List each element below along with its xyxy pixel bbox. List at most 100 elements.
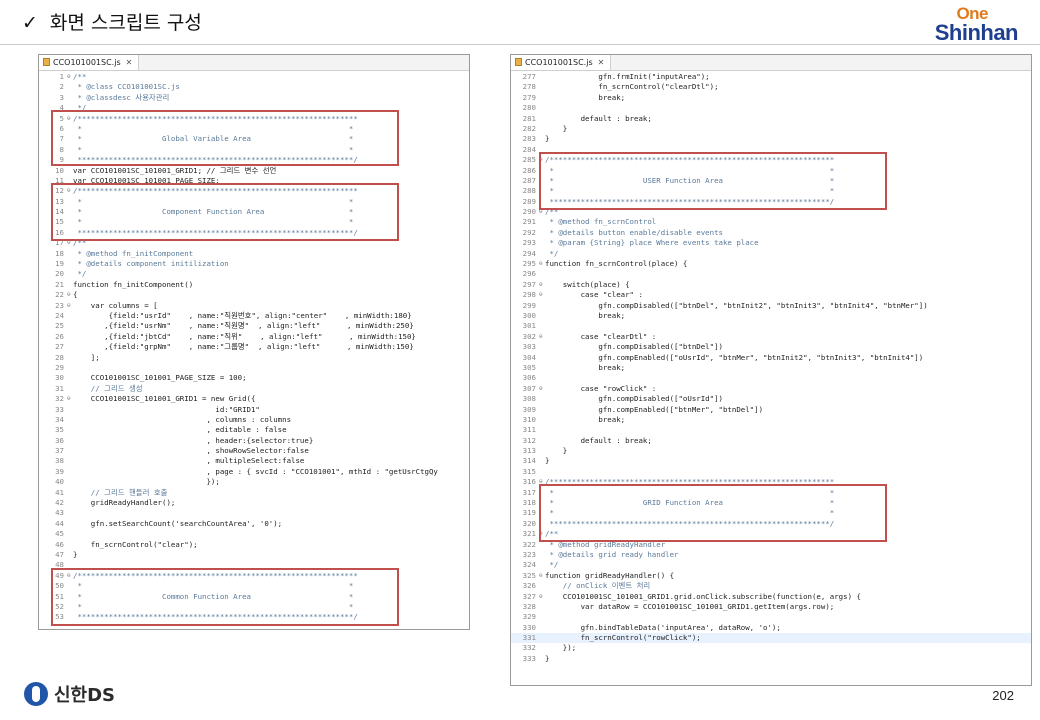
code-line[interactable]: 277 gfn.frmInit("inputArea"); — [511, 72, 1031, 82]
code-line[interactable]: 295⊖function fn_scrnControl(place) { — [511, 259, 1031, 269]
fold-toggle-icon[interactable]: ⊖ — [67, 187, 71, 195]
code-line[interactable]: 5⊖/*************************************… — [39, 114, 469, 124]
code-line[interactable]: 288 * * — [511, 186, 1031, 196]
code-line[interactable]: 323 * @details grid ready handler — [511, 550, 1031, 560]
editor-tab[interactable]: CCO101001SC.js✕ — [511, 55, 612, 70]
code-line[interactable]: 14 * Component Function Area * — [39, 207, 469, 217]
code-line[interactable]: 8 * * — [39, 145, 469, 155]
code-line[interactable]: 293 * @param {String} place Where events… — [511, 238, 1031, 248]
code-line[interactable]: 44 gfn.setSearchCount('searchCountArea',… — [39, 519, 469, 529]
code-line[interactable]: 322 * @method gridReadyHandler — [511, 540, 1031, 550]
code-line[interactable]: 291 * @method fn_scrnControl — [511, 217, 1031, 227]
code-line[interactable]: 39 , page : { svcId : "CCO101001", mthId… — [39, 467, 469, 477]
code-line[interactable]: 302⊖ case "clearDtl" : — [511, 332, 1031, 342]
code-line[interactable]: 314} — [511, 456, 1031, 466]
code-editor-right[interactable]: CCO101001SC.js✕ 277 gfn.frmInit("inputAr… — [510, 54, 1032, 686]
fold-toggle-icon[interactable]: ⊖ — [539, 592, 543, 600]
code-line[interactable]: 38 , multipleSelect:false — [39, 456, 469, 466]
code-line[interactable]: 329 — [511, 612, 1031, 622]
code-line[interactable]: 40 }); — [39, 477, 469, 487]
code-line[interactable]: 47} — [39, 550, 469, 560]
code-line[interactable]: 24 {field:"usrId" , name:"직원번호", align:"… — [39, 311, 469, 321]
code-line[interactable]: 301 — [511, 321, 1031, 331]
code-line[interactable]: 281 default : break; — [511, 114, 1031, 124]
code-line[interactable]: 279 break; — [511, 93, 1031, 103]
code-line[interactable]: 25 ,{field:"usrNm" , name:"직원명" , align:… — [39, 321, 469, 331]
code-line[interactable]: 45 — [39, 529, 469, 539]
fold-toggle-icon[interactable]: ⊖ — [539, 478, 543, 486]
fold-toggle-icon[interactable]: ⊖ — [67, 395, 71, 403]
code-line[interactable]: 4 */ — [39, 103, 469, 113]
code-line[interactable]: 52 * * — [39, 602, 469, 612]
fold-toggle-icon[interactable]: ⊖ — [539, 280, 543, 288]
code-line[interactable]: 36 , header:{selector:true} — [39, 436, 469, 446]
code-line[interactable]: 307⊖ case "rowClick" : — [511, 384, 1031, 394]
fold-toggle-icon[interactable]: ⊖ — [67, 571, 71, 579]
code-line[interactable]: 49⊖/************************************… — [39, 571, 469, 581]
code-line[interactable]: 285⊖/***********************************… — [511, 155, 1031, 165]
code-line[interactable]: 23⊖ var columns = [ — [39, 301, 469, 311]
code-line[interactable]: 325⊖function gridReadyHandler() { — [511, 571, 1031, 581]
code-line[interactable]: 311 — [511, 425, 1031, 435]
code-line[interactable]: 34 , columns : columns — [39, 415, 469, 425]
code-line[interactable]: 284 — [511, 145, 1031, 155]
code-line[interactable]: 282 } — [511, 124, 1031, 134]
close-icon[interactable]: ✕ — [597, 58, 605, 67]
code-line[interactable]: 332 }); — [511, 643, 1031, 653]
code-line[interactable]: 297⊖ switch(place) { — [511, 280, 1031, 290]
code-line[interactable]: 37 , showRowSelector:false — [39, 446, 469, 456]
code-line[interactable]: 28 ]; — [39, 353, 469, 363]
code-line[interactable]: 310 break; — [511, 415, 1031, 425]
code-line[interactable]: 42 gridReadyHandler(); — [39, 498, 469, 508]
code-line[interactable]: 27 ,{field:"grpNm" , name:"그룹명" , align:… — [39, 342, 469, 352]
code-line[interactable]: 330 gfn.bindTableData('inputArea', dataR… — [511, 623, 1031, 633]
code-line[interactable]: 3 * @classdesc 사용자관리 — [39, 93, 469, 103]
code-line[interactable]: 289 ************************************… — [511, 197, 1031, 207]
code-line[interactable]: 316⊖/***********************************… — [511, 477, 1031, 487]
code-line[interactable]: 1⊖/** — [39, 72, 469, 82]
fold-toggle-icon[interactable]: ⊖ — [539, 332, 543, 340]
fold-toggle-icon[interactable]: ⊖ — [67, 239, 71, 247]
code-line[interactable]: 305 break; — [511, 363, 1031, 373]
code-line[interactable]: 29 — [39, 363, 469, 373]
code-line[interactable]: 298⊖ case "clear" : — [511, 290, 1031, 300]
code-line[interactable]: 35 , editable : false — [39, 425, 469, 435]
close-icon[interactable]: ✕ — [125, 58, 133, 67]
fold-toggle-icon[interactable]: ⊖ — [539, 571, 543, 579]
code-line[interactable]: 32⊖ CCO101001SC_101001_GRID1 = new Grid(… — [39, 394, 469, 404]
code-line[interactable]: 43 — [39, 508, 469, 518]
code-line[interactable]: 16 *************************************… — [39, 228, 469, 238]
code-line[interactable]: 299 gfn.compDisabled(["btnDel", "btnInit… — [511, 301, 1031, 311]
code-line[interactable]: 315 — [511, 467, 1031, 477]
code-line[interactable]: 318 * GRID Function Area * — [511, 498, 1031, 508]
code-line[interactable]: 317 * * — [511, 488, 1031, 498]
code-line[interactable]: 326 // onClick 이벤트 처리 — [511, 581, 1031, 591]
code-line[interactable]: 283} — [511, 134, 1031, 144]
code-line[interactable]: 320 ************************************… — [511, 519, 1031, 529]
code-line[interactable]: 312 default : break; — [511, 436, 1031, 446]
code-line[interactable]: 306 — [511, 373, 1031, 383]
code-line[interactable]: 31 // 그리드 생성 — [39, 384, 469, 394]
code-line[interactable]: 6 * * — [39, 124, 469, 134]
code-line[interactable]: 287 * USER Function Area * — [511, 176, 1031, 186]
code-line[interactable]: 33 id:"GRID1" — [39, 405, 469, 415]
code-line[interactable]: 309 gfn.compEnabled(["btnMer", "btnDel"]… — [511, 405, 1031, 415]
code-line[interactable]: 53 *************************************… — [39, 612, 469, 622]
code-line[interactable]: 327⊖ CCO101001SC_101001_GRID1.grid.onCli… — [511, 592, 1031, 602]
code-line[interactable]: 290⊖/** — [511, 207, 1031, 217]
fold-toggle-icon[interactable]: ⊖ — [539, 260, 543, 268]
code-line[interactable]: 286 * * — [511, 166, 1031, 176]
code-area[interactable]: 277 gfn.frmInit("inputArea");278 fn_scrn… — [511, 71, 1031, 685]
code-editor-left[interactable]: CCO101001SC.js✕ 1⊖/**2 * @class CCO10100… — [38, 54, 470, 630]
editor-tab[interactable]: CCO101001SC.js✕ — [39, 55, 140, 70]
code-line[interactable]: 308 gfn.compDisabled(["oUsrId"]) — [511, 394, 1031, 404]
code-line[interactable]: 9 **************************************… — [39, 155, 469, 165]
code-line[interactable]: 48 — [39, 560, 469, 570]
fold-toggle-icon[interactable]: ⊖ — [67, 73, 71, 80]
code-line[interactable]: 313 } — [511, 446, 1031, 456]
fold-toggle-icon[interactable]: ⊖ — [67, 291, 71, 299]
code-line[interactable]: 26 ,{field:"jbtCd" , name:"직위" , align:"… — [39, 332, 469, 342]
